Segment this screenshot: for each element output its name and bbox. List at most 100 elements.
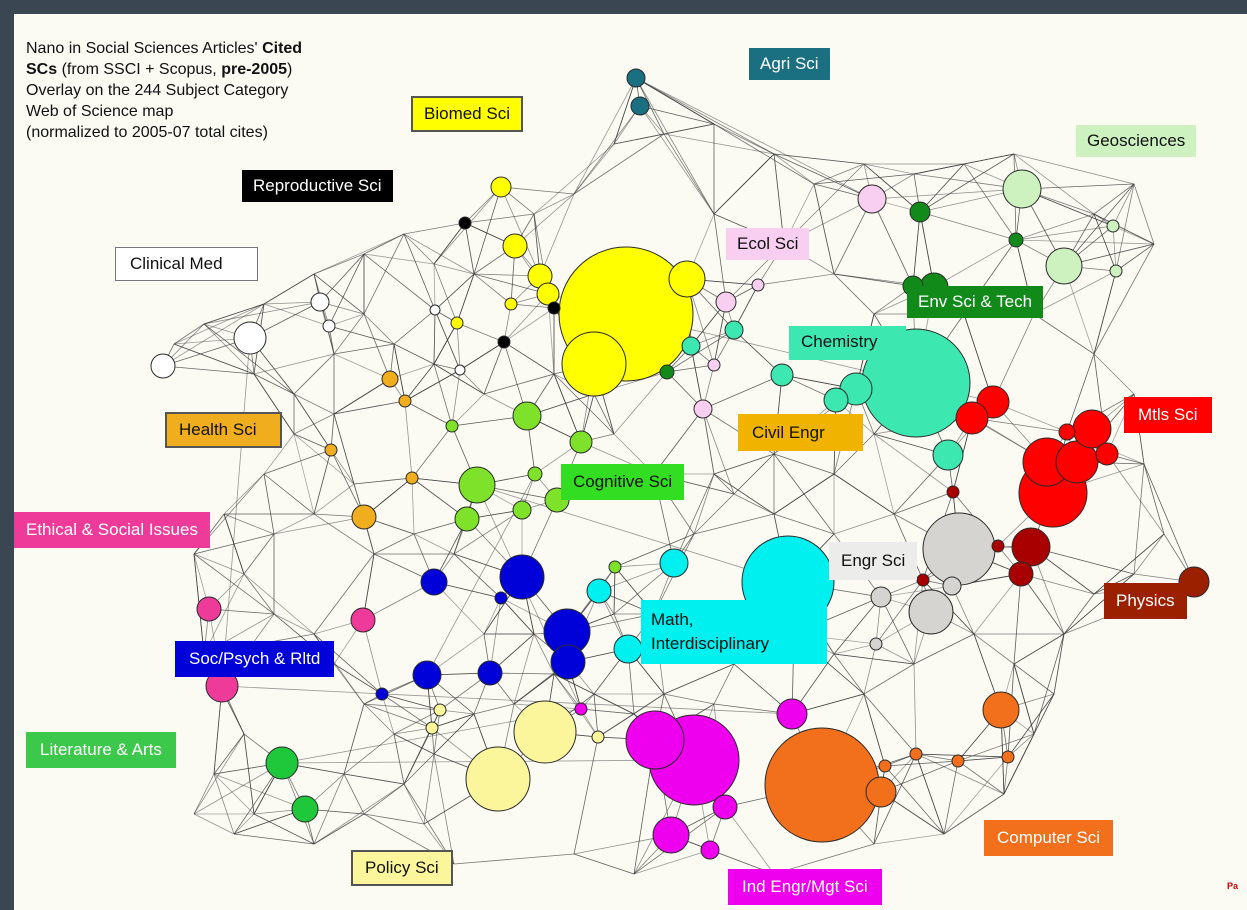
network-edge (459, 369, 485, 395)
node-cognitive (512, 401, 542, 431)
node-chemistry (681, 336, 701, 356)
logo-mark: Pa (1227, 881, 1239, 891)
network-edge (1115, 243, 1155, 272)
network-edge (884, 760, 959, 767)
network-edge (431, 713, 475, 729)
network-edge (573, 736, 599, 855)
network-edge (313, 483, 355, 515)
network-edge (915, 753, 1009, 758)
node-policy (465, 746, 531, 812)
network-edge (713, 473, 775, 515)
network-edge (433, 263, 436, 311)
network-edge (513, 633, 535, 705)
network-edge (833, 643, 877, 655)
network-edge (635, 77, 715, 125)
network-edge (393, 733, 435, 755)
node-soc (412, 660, 442, 690)
network-edge (433, 309, 436, 365)
network-edge (273, 513, 315, 535)
network-edge (433, 363, 485, 395)
network-edge (915, 753, 945, 835)
network-edge (343, 733, 395, 775)
network-edge (773, 513, 835, 535)
network-edge (693, 493, 735, 535)
network-edge (757, 273, 835, 286)
node-ecol (693, 399, 713, 419)
network-edge (1093, 183, 1135, 215)
network-edge (500, 186, 541, 277)
network-edge (833, 596, 882, 655)
network-edge (263, 473, 315, 515)
network-edge (404, 369, 461, 402)
network-edge (639, 105, 715, 125)
network-edge (263, 303, 330, 327)
network-edge (1033, 313, 1095, 355)
network-edge (663, 123, 715, 135)
network-edge (313, 783, 405, 845)
node-cognitive (569, 430, 593, 454)
network-edge (514, 193, 575, 247)
network-edge (553, 373, 615, 435)
network-edge (456, 273, 475, 324)
node-dark_red (946, 485, 960, 499)
network-edge (733, 453, 775, 495)
network-edge (702, 408, 735, 495)
network-edge (503, 307, 555, 343)
label-literature-arts: Literature & Arts (26, 732, 176, 768)
network-edge (613, 123, 715, 145)
network-edge (613, 77, 637, 145)
network-edge (243, 733, 255, 815)
network-edge (193, 553, 275, 615)
network-edge (253, 353, 335, 375)
node-policy (513, 700, 577, 764)
network-edge (1033, 693, 1055, 735)
network-edge (411, 477, 415, 535)
network-edge (483, 597, 502, 635)
network-edge (1013, 153, 1135, 185)
network-edge (1003, 733, 1035, 795)
network-edge (333, 413, 355, 485)
network-edge (863, 163, 915, 175)
network-edge (473, 186, 502, 275)
network-edge (404, 400, 453, 427)
network-edge (173, 323, 205, 345)
network-edge (333, 343, 395, 355)
network-edge (319, 253, 365, 303)
network-edge (404, 363, 435, 402)
node-computer (764, 727, 880, 843)
node-health (381, 370, 399, 388)
network-edge (635, 77, 873, 200)
network-edge (193, 553, 245, 575)
node-geo (1106, 219, 1120, 233)
network-edge (313, 233, 405, 275)
network-edge (973, 573, 1022, 635)
network-edge (381, 693, 433, 729)
network-edge (702, 374, 783, 410)
network-edge (573, 853, 635, 875)
network-edge (363, 703, 395, 735)
label-soc-psych-rltd: Soc/Psych & Rltd (175, 641, 335, 677)
network-edge (957, 733, 1035, 762)
network-edge (403, 233, 475, 275)
map-canvas: Nano in Social Sciences Articles' Cited … (14, 14, 1247, 910)
network-edge (713, 123, 775, 155)
network-edge (1112, 225, 1117, 272)
node-engr (922, 512, 996, 586)
network-edge (913, 153, 1015, 175)
network-edge (1093, 213, 1117, 272)
node-chemistry (932, 439, 964, 471)
title-line3: Overlay on the 244 Subject Category (26, 82, 289, 99)
network-edge (353, 477, 413, 485)
network-edge (713, 123, 815, 185)
network-edge (363, 313, 395, 345)
network-edge (875, 643, 915, 665)
node-mtls (1058, 423, 1076, 441)
node-clinical (322, 319, 336, 333)
network-edge (873, 433, 895, 515)
network-edge (451, 369, 461, 427)
title-line4: Web of Science map (26, 103, 174, 120)
network-edge (533, 633, 555, 675)
network-edge (459, 341, 505, 371)
network-edge (233, 833, 315, 845)
title-line1: Nano in Social Sciences Articles' (26, 40, 263, 57)
